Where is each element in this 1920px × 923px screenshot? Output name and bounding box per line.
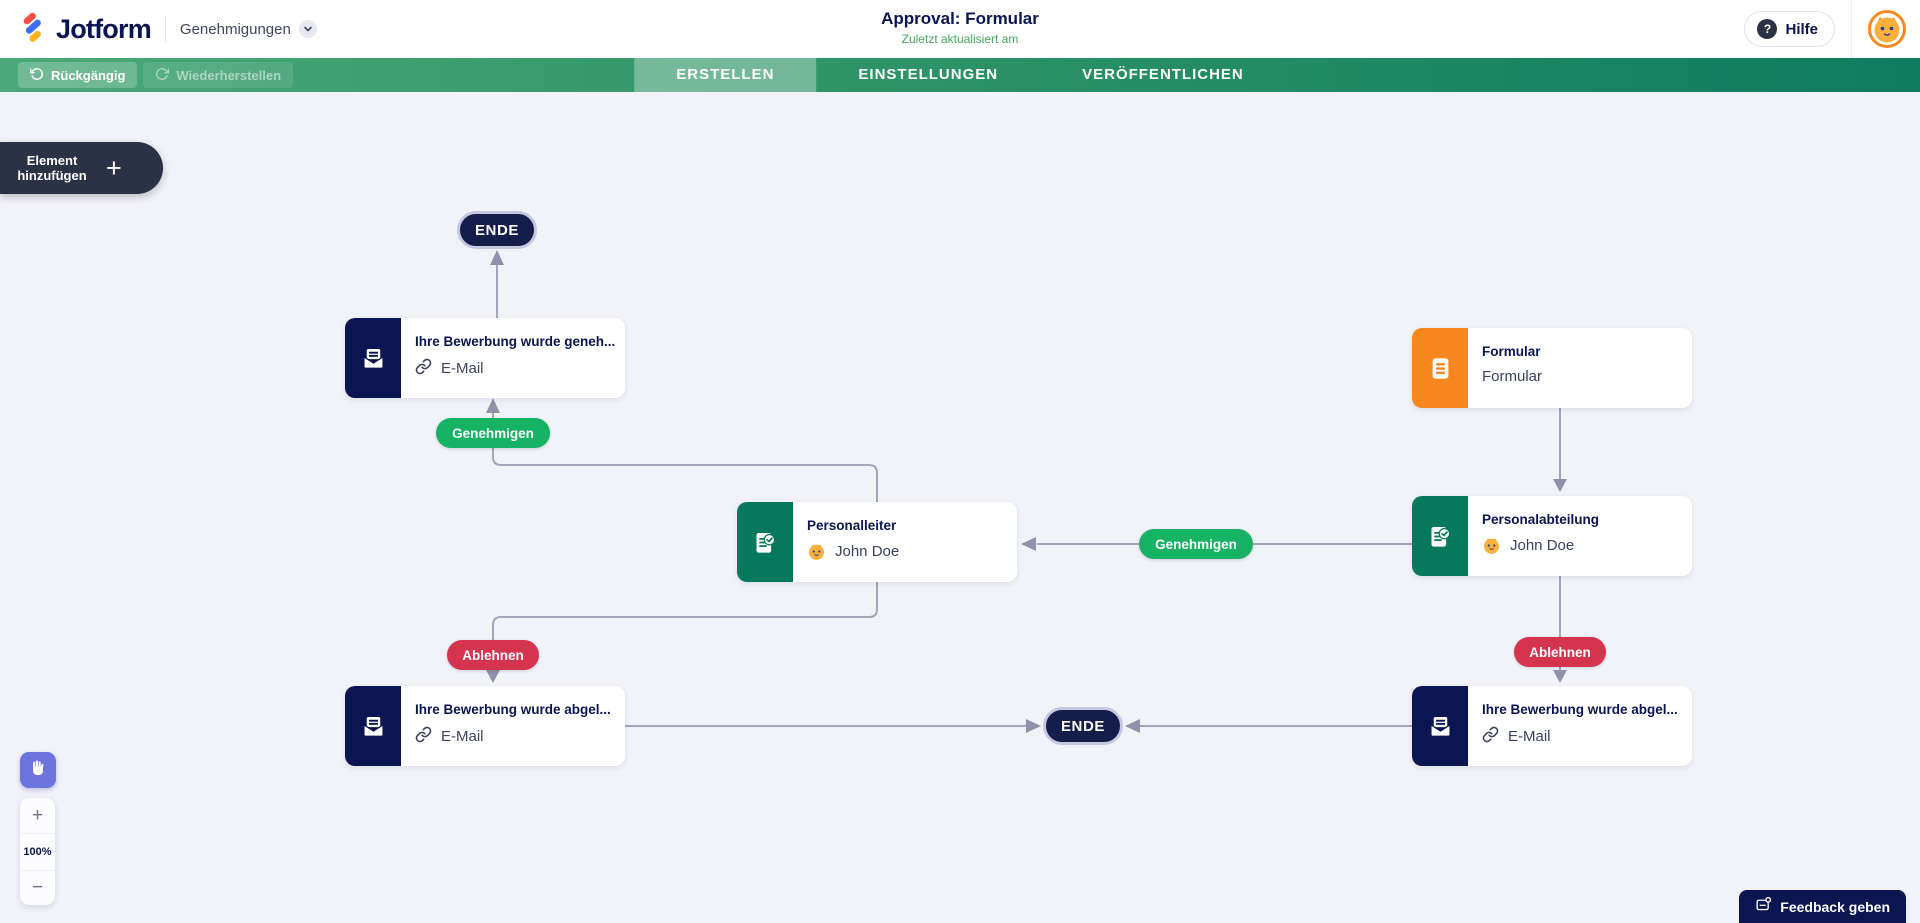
redo-button[interactable]: Wiederherstellen (143, 62, 294, 88)
feedback-icon (1755, 896, 1772, 918)
add-element-label-line2: hinzufügen (17, 168, 87, 183)
zoom-out-button[interactable]: − (20, 870, 55, 905)
flow-node-personalabteilung[interactable]: Personalabteilung John Doe (1412, 496, 1692, 576)
email-icon (1412, 686, 1468, 766)
undo-icon (29, 67, 44, 84)
approval-icon (1412, 496, 1468, 576)
email-icon (345, 686, 401, 766)
header: Jotform Genehmigungen Approval: Formular… (0, 0, 1920, 58)
workspace-selector[interactable]: Genehmigungen (180, 20, 317, 38)
assignee-name: John Doe (835, 543, 900, 560)
arrowhead-left-end-bottom (1125, 719, 1140, 733)
tab-erstellen[interactable]: ERSTELLEN (634, 58, 817, 92)
email-icon (345, 318, 401, 398)
workspace-label: Genehmigungen (179, 20, 291, 38)
redo-icon (155, 67, 170, 84)
link-icon (1482, 726, 1499, 747)
arrowhead-down-personalabteilung (1553, 479, 1567, 492)
node-subtitle: E-Mail (441, 360, 484, 377)
jotform-logo[interactable]: Jotform (18, 12, 152, 47)
branch-badge-approve-mid[interactable]: Genehmigen (1139, 529, 1253, 559)
builder-toolbar: Rückgängig Wiederherstellen ERSTELLEN EI… (0, 58, 1920, 92)
plus-icon: + (106, 152, 122, 183)
branch-badge-reject-left[interactable]: Ablehnen (447, 640, 539, 670)
arrowhead-left-personalleiter (1021, 537, 1036, 551)
assignee-name: John Doe (1510, 537, 1575, 554)
node-subtitle: E-Mail (441, 728, 484, 745)
pan-hand-tool[interactable] (20, 752, 56, 788)
node-title: Formular (1482, 344, 1541, 359)
tab-einstellungen[interactable]: EINSTELLUNGEN (858, 66, 999, 83)
arrowhead-up-end-top (490, 250, 504, 265)
flow-node-email-rejected-right[interactable]: Ihre Bewerbung wurde abgel... E-Mail (1412, 686, 1692, 766)
flow-node-formular[interactable]: Formular Formular (1412, 328, 1692, 408)
end-node-bottom[interactable]: ENDE (1043, 707, 1123, 745)
zoom-in-button[interactable]: + (31, 804, 44, 826)
flow-node-email-rejected-left[interactable]: Ihre Bewerbung wurde abgel... E-Mail (345, 686, 625, 766)
link-icon (415, 358, 432, 379)
user-avatar[interactable] (1868, 10, 1906, 48)
redo-label: Wiederherstellen (176, 67, 282, 83)
approval-icon (737, 502, 793, 582)
jotform-logo-icon (18, 12, 48, 47)
branch-badge-approve-left[interactable]: Genehmigen (436, 418, 550, 448)
header-divider (164, 16, 166, 42)
add-element-label-line1: Element (26, 153, 78, 168)
node-title: Personalleiter (807, 518, 897, 533)
feedback-label: Feedback geben (1780, 898, 1890, 915)
add-element-button[interactable]: Element hinzufügen + (0, 142, 163, 194)
undo-button[interactable]: Rückgängig (18, 62, 138, 88)
arrowhead-down-email-approved (486, 398, 500, 413)
zoom-level-indicator: 100% (20, 833, 55, 870)
chevron-down-icon (298, 20, 317, 38)
node-title: Personalabteilung (1482, 512, 1600, 527)
help-button[interactable]: ? Hilfe (1744, 11, 1835, 47)
node-title: Ihre Bewerbung wurde geneh... (415, 334, 616, 349)
assignee-avatar (807, 542, 826, 561)
node-subtitle: Formular (1482, 368, 1543, 385)
node-subtitle: E-Mail (1508, 728, 1551, 745)
arrowhead-right-end-bottom (1026, 719, 1041, 733)
last-updated-text: Zuletzt aktualisiert am (901, 32, 1019, 46)
question-mark-icon: ? (1757, 19, 1778, 39)
help-label: Hilfe (1785, 20, 1818, 38)
connector-personalleiter-approve (492, 410, 878, 502)
connector-personalleiter-reject (492, 582, 878, 675)
form-icon (1412, 328, 1468, 408)
jotform-wordmark: Jotform (56, 13, 152, 44)
branch-badge-reject-right[interactable]: Ablehnen (1514, 637, 1606, 667)
flow-canvas[interactable]: Element hinzufügen + ENDE ENDE Ihre Bewe… (0, 92, 1920, 923)
assignee-avatar (1482, 536, 1501, 555)
flow-node-email-approved[interactable]: Ihre Bewerbung wurde geneh... E-Mail (345, 318, 625, 398)
page-title[interactable]: Approval: Formular (881, 9, 1039, 28)
feedback-button[interactable]: Feedback geben (1739, 890, 1906, 923)
tab-veroeffentlichen[interactable]: VERÖFFENTLICHEN (1082, 66, 1244, 83)
hand-icon (28, 758, 48, 783)
arrowhead-down-email-right (1553, 670, 1567, 683)
undo-label: Rückgängig (51, 67, 126, 83)
node-title: Ihre Bewerbung wurde abgel... (415, 702, 611, 717)
end-node-top[interactable]: ENDE (457, 211, 537, 249)
header-divider-right (1851, 0, 1852, 58)
flow-node-personalleiter[interactable]: Personalleiter John Doe (737, 502, 1017, 582)
arrowhead-down-email-left (486, 670, 500, 683)
zoom-controls: + 100% − (20, 798, 55, 905)
builder-tabs: ERSTELLEN EINSTELLUNGEN VERÖFFENTLICHEN (634, 58, 1286, 92)
link-icon (415, 726, 432, 747)
node-title: Ihre Bewerbung wurde abgel... (1482, 702, 1678, 717)
